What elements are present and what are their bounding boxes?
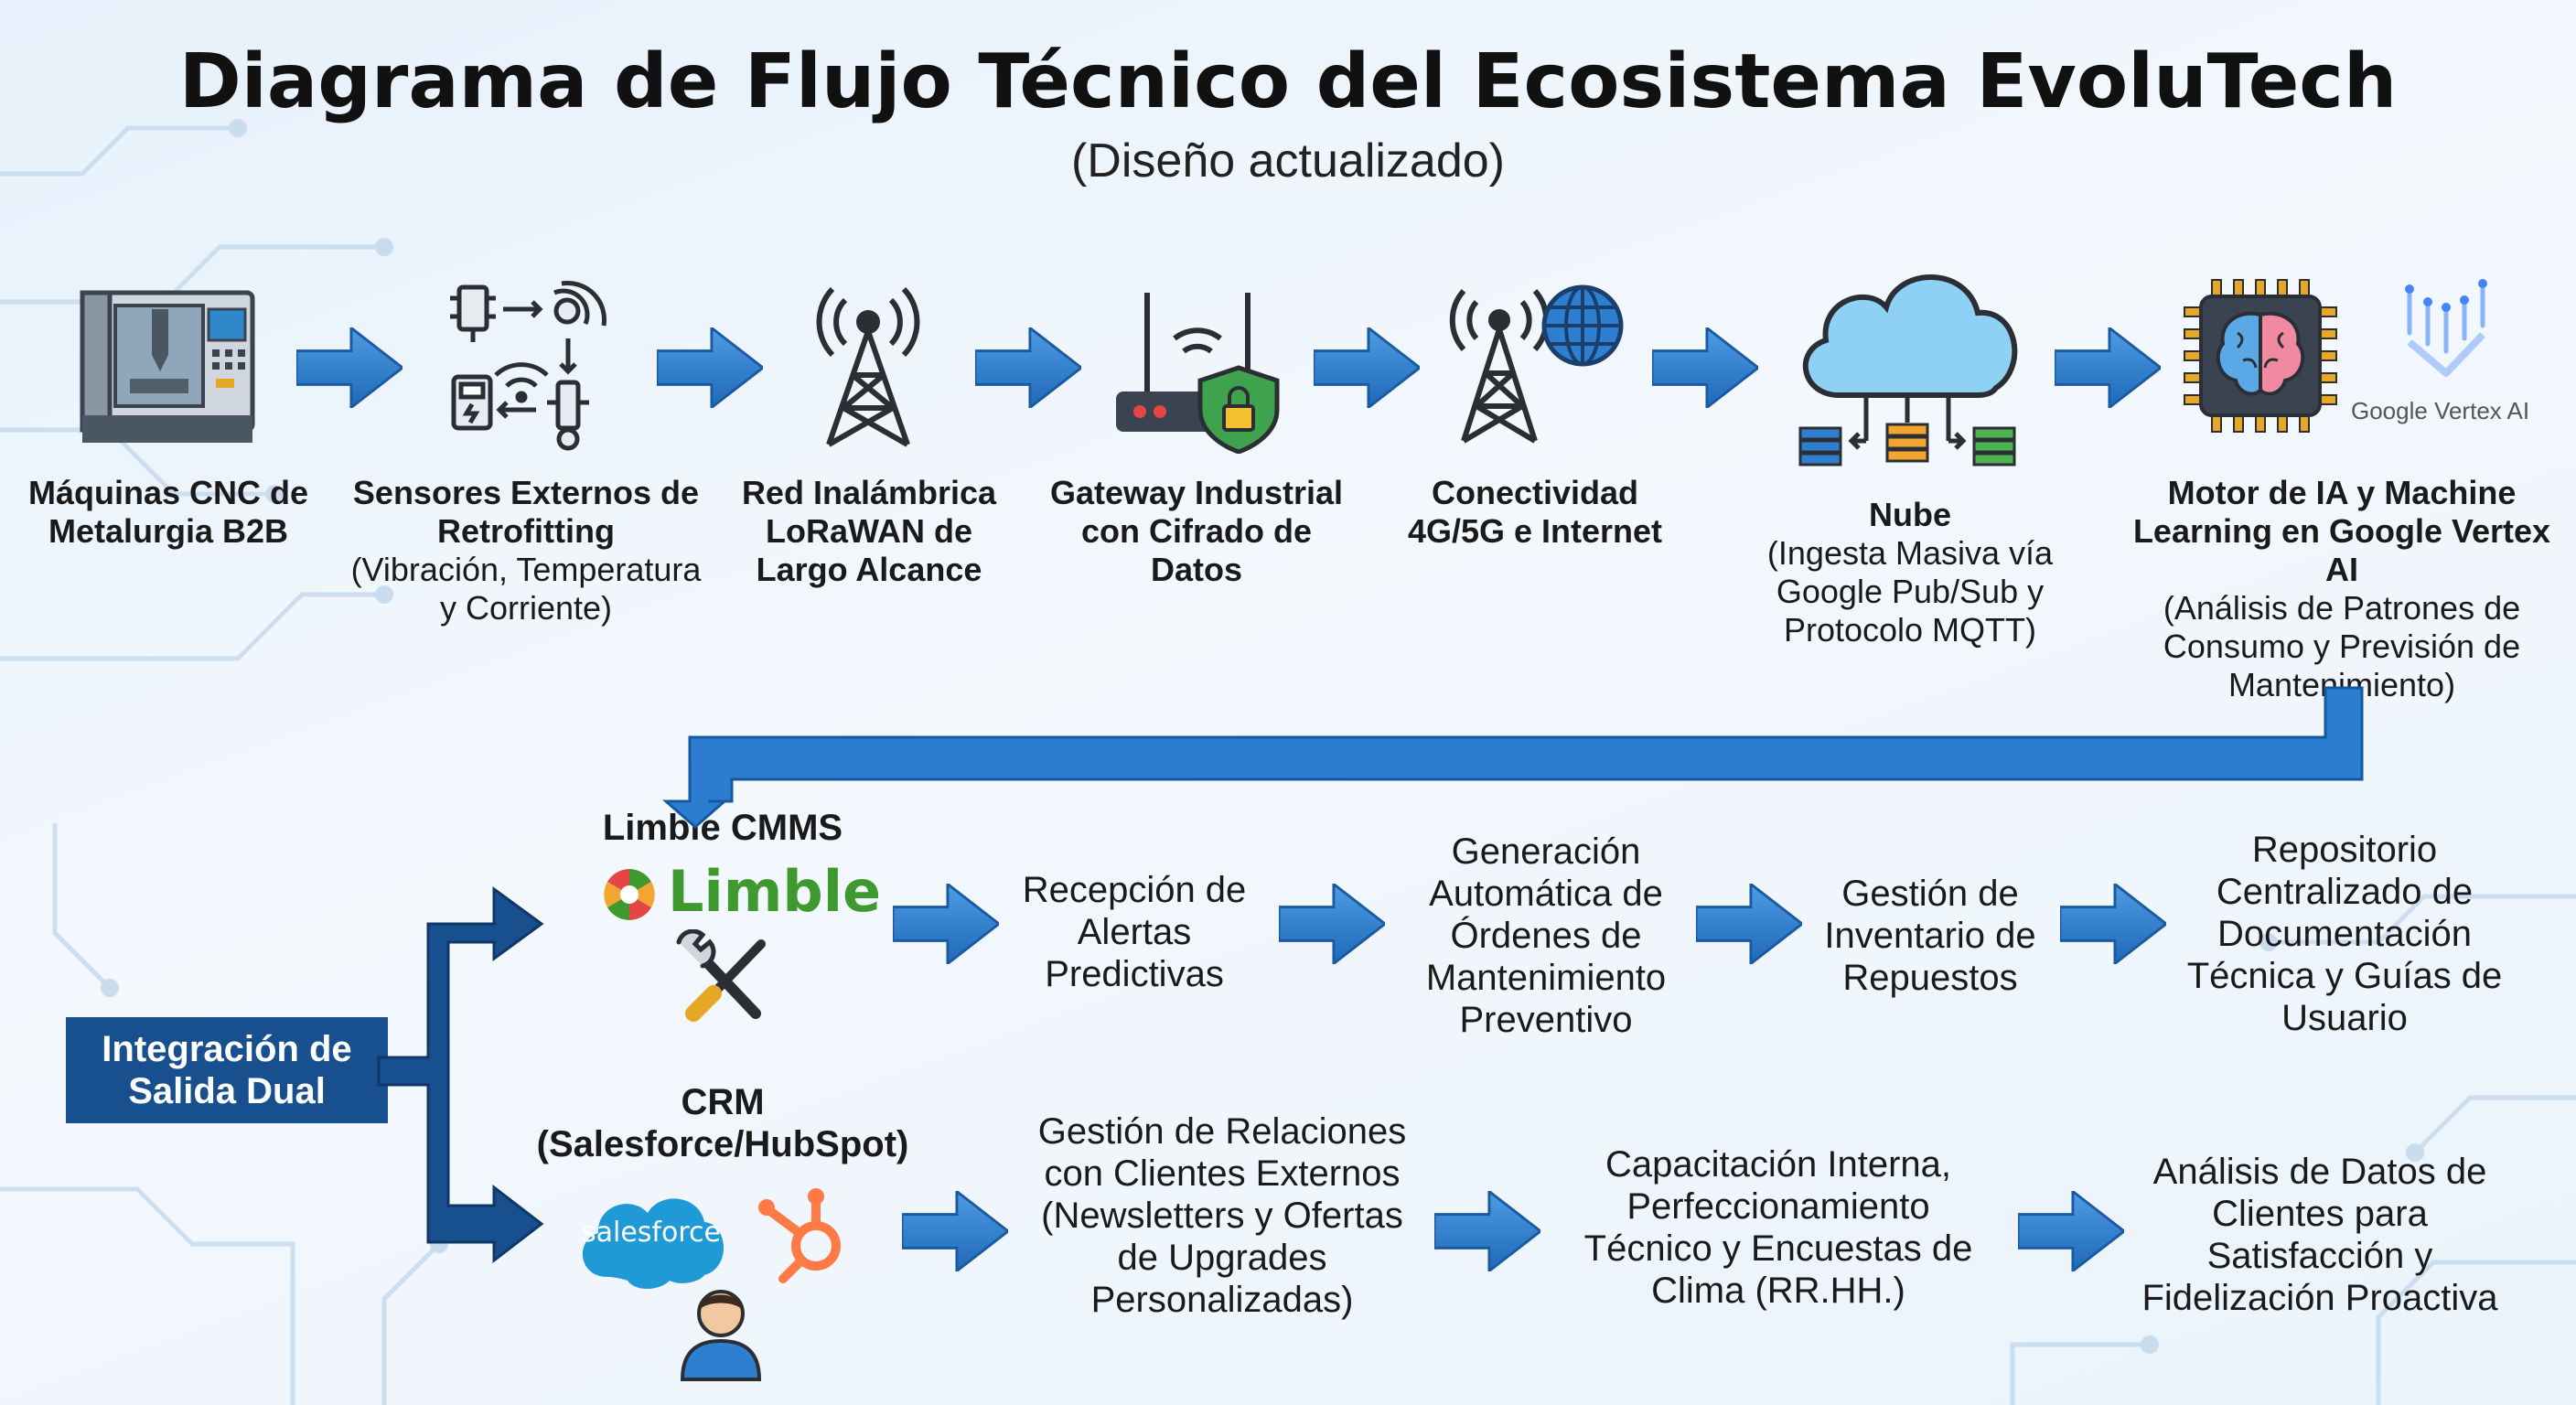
cnc-machines-title: Máquinas CNC de Metalurgia B2B [27, 474, 309, 550]
vertex-ai-logo-icon [2405, 279, 2487, 377]
cell-tower-globe-icon [1449, 284, 1624, 444]
ai-engine-detail: (Análisis de Patrones de Consumo y Previ… [2163, 589, 2521, 703]
crm-heading-line2: (Salesforce/HubSpot) [536, 1124, 909, 1164]
gateway-title: Gateway Industrial con Cifrado de Datos [1049, 474, 1344, 588]
arrow-training-to-analytics [2018, 1191, 2124, 1271]
salesforce-cloud-icon [582, 1198, 724, 1289]
hubspot-logo-icon [758, 1188, 841, 1283]
user-avatar-icon [680, 1290, 762, 1381]
ai-chip-brain-icon [2184, 279, 2337, 433]
salesforce-logo-text: salesforce [582, 1217, 721, 1249]
crm-step-relations: Gestión de Relaciones con Clientes Exter… [1037, 1111, 1407, 1320]
limble-step-alerts: Recepción de Alertas Predictivas [1022, 870, 1247, 994]
wrench-screwdriver-icon [676, 929, 766, 1022]
connectivity-label: Conectividad 4G/5G e Internet [1381, 474, 1689, 551]
crm-step-analytics: Análisis de Datos de Clientes para Satis… [2141, 1152, 2498, 1318]
secure-gateway-icon [1116, 293, 1280, 454]
lorawan-title: Red Inalámbrica LoRaWAN de Largo Alcance [741, 474, 997, 588]
limble-heading: Limble CMMS [602, 808, 843, 848]
arrow-alerts-to-orders [1279, 884, 1385, 964]
arrow-relations-to-training [1434, 1191, 1540, 1271]
return-connector [662, 686, 2364, 829]
cloud-detail: (Ingesta Masiva vía Google Pub/Sub y Pro… [1766, 534, 2054, 649]
gateway-label: Gateway Industrial con Cifrado de Datos [1043, 474, 1350, 589]
crm-heading-line1: CRM [681, 1082, 765, 1122]
page-title: Diagrama de Flujo Técnico del Ecosistema… [178, 38, 2398, 125]
ai-engine-title: Motor de IA y Machine Learning en Google… [2132, 474, 2551, 588]
page-subtitle: (Diseño actualizado) [1070, 134, 1506, 188]
arrow-sensors-to-lorawan [657, 327, 763, 408]
cnc-machines-label: Máquinas CNC de Metalurgia B2B [15, 474, 322, 551]
cnc-machine-icon [80, 290, 255, 443]
cloud-title: Nube [1869, 496, 1951, 533]
vertex-ai-label: Google Vertex AI [2351, 397, 2530, 424]
arrow-gateway-to-connectivity [1314, 327, 1420, 408]
arrow-lorawan-to-gateway [975, 327, 1081, 408]
sensors-title: Sensores Externos de Retrofitting [352, 474, 700, 550]
arrow-inventory-to-repository [2060, 884, 2166, 964]
limble-step-inventory: Gestión de Inventario de Repuestos [1824, 874, 2036, 998]
limble-logo-icon [604, 869, 655, 920]
lorawan-label: Red Inalámbrica LoRaWAN de Largo Alcance [732, 474, 1006, 589]
sensors-detail: (Vibración, Temperatura y Corriente) [350, 551, 702, 627]
dual-output-branch [377, 886, 544, 1264]
ai-engine-label: Motor de IA y Machine Learning en Google… [2131, 474, 2552, 704]
cloud-database-icon [1798, 274, 2018, 467]
arrow-cnc-to-sensors [296, 327, 402, 408]
antenna-tower-icon [816, 286, 920, 447]
cloud-label: Nube (Ingesta Masiva vía Google Pub/Sub … [1756, 496, 2064, 649]
limble-step-repository: Repositorio Centralizado de Documentació… [2186, 830, 2503, 1038]
connectivity-title: Conectividad 4G/5G e Internet [1407, 474, 1663, 550]
arrow-orders-to-inventory [1696, 884, 1802, 964]
crm-heading: CRM (Salesforce/HubSpot) [512, 1081, 933, 1165]
limble-logo-text: Limble [668, 858, 882, 925]
sensors-icon [450, 280, 607, 451]
limble-step-orders: Generación Automática de Órdenes de Mant… [1425, 831, 1667, 1040]
arrow-limble-to-alerts [893, 884, 999, 964]
arrow-connectivity-to-cloud [1652, 327, 1758, 408]
sensors-label: Sensores Externos de Retrofitting (Vibra… [346, 474, 706, 627]
arrow-cloud-to-ai [2055, 327, 2161, 408]
crm-step-training: Capacitación Interna, Perfeccionamiento … [1583, 1144, 1973, 1311]
arrow-crm-to-relations [902, 1191, 1008, 1271]
dual-output-box: Integración de Salida Dual [66, 1017, 388, 1123]
